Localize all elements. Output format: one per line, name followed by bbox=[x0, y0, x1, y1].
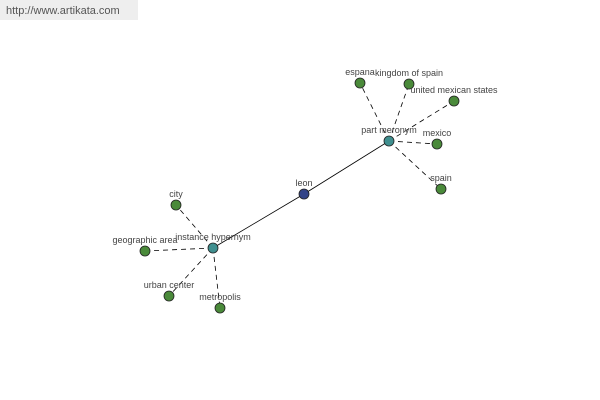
leaf-node-label: kingdom of spain bbox=[375, 68, 443, 78]
leaf-node[interactable]: spain bbox=[430, 173, 452, 195]
leaf-node-label: city bbox=[169, 189, 183, 199]
relation-edge bbox=[212, 193, 305, 249]
leaf-node-dot[interactable] bbox=[448, 95, 460, 107]
leaf-edge bbox=[388, 100, 455, 142]
relation-node-label: instance hypernym bbox=[175, 232, 251, 242]
leaf-node[interactable]: geographic area bbox=[112, 235, 178, 257]
leaf-node[interactable]: espana bbox=[345, 67, 375, 89]
site-url-link[interactable]: http://www.artikata.com bbox=[0, 0, 138, 20]
leaf-node-label: geographic area bbox=[112, 235, 177, 245]
leaf-node-dot[interactable] bbox=[431, 138, 443, 150]
leaf-node-label: urban center bbox=[144, 280, 195, 290]
leaf-node-dot[interactable] bbox=[214, 302, 226, 314]
relation-node-dot[interactable] bbox=[383, 135, 395, 147]
leaf-edge bbox=[359, 82, 390, 142]
leaf-node[interactable]: united mexican states bbox=[410, 85, 498, 107]
leaf-edge bbox=[212, 247, 221, 309]
leaf-node-label: united mexican states bbox=[410, 85, 498, 95]
leaf-node-label: espana bbox=[345, 67, 375, 77]
relation-node-dot[interactable] bbox=[207, 242, 219, 254]
leaf-node[interactable]: mexico bbox=[423, 128, 452, 150]
relation-node-label: part meronym bbox=[361, 125, 417, 135]
leaf-node-dot[interactable] bbox=[354, 77, 366, 89]
leaf-edge bbox=[388, 83, 410, 142]
leaf-edge bbox=[168, 247, 214, 297]
leaf-edge bbox=[388, 140, 442, 190]
leaf-node[interactable]: city bbox=[169, 189, 183, 211]
leaf-node-label: mexico bbox=[423, 128, 452, 138]
leaf-edge bbox=[388, 140, 438, 145]
relation-edge bbox=[303, 140, 390, 195]
leaf-node[interactable]: metropolis bbox=[199, 292, 241, 314]
leaf-node-dot[interactable] bbox=[435, 183, 447, 195]
leaf-node[interactable]: kingdom of spain bbox=[375, 68, 443, 90]
leaf-edge bbox=[144, 247, 214, 252]
leaf-node-label: metropolis bbox=[199, 292, 241, 302]
leaf-node-dot[interactable] bbox=[163, 290, 175, 302]
center-node[interactable]: leon bbox=[295, 178, 313, 200]
relation-node[interactable]: instance hypernym bbox=[175, 232, 251, 254]
leaf-node[interactable]: urban center bbox=[144, 280, 195, 302]
leaf-node-dot[interactable] bbox=[139, 245, 151, 257]
center-node-dot[interactable] bbox=[298, 188, 310, 200]
leaf-node-dot[interactable] bbox=[170, 199, 182, 211]
leaf-node-label: spain bbox=[430, 173, 452, 183]
leaf-node-dot[interactable] bbox=[403, 78, 415, 90]
leaf-edge bbox=[175, 204, 214, 249]
relation-node[interactable]: part meronym bbox=[361, 125, 417, 147]
center-node-label: leon bbox=[295, 178, 312, 188]
